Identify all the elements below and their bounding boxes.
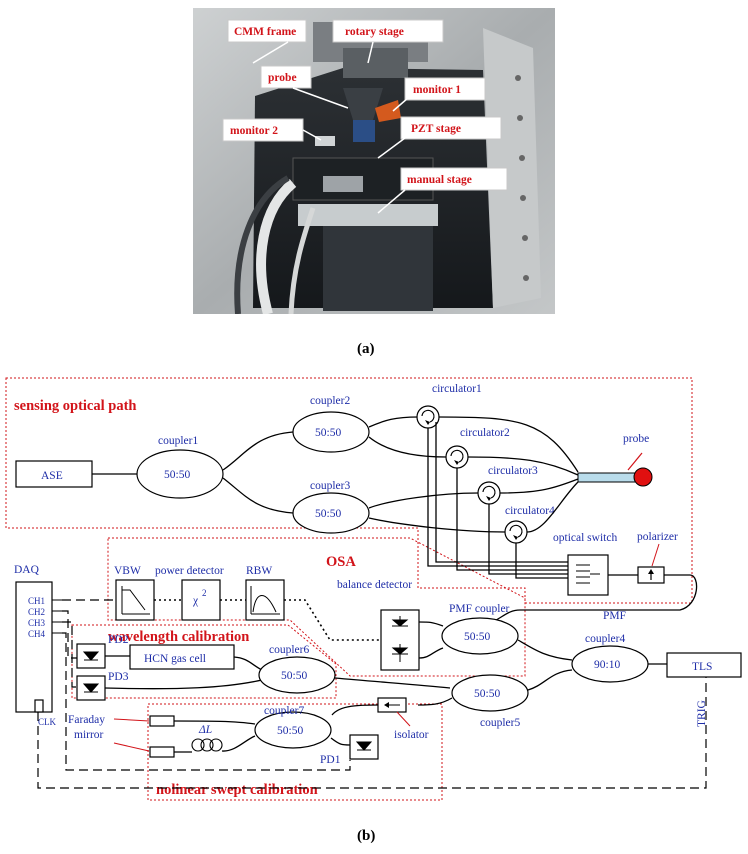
pmf-coupler-shape bbox=[441, 617, 519, 655]
setup-photo: CMM frame rotary stage probe monitor 1 m… bbox=[193, 8, 555, 314]
trig-label: TRIG bbox=[696, 700, 708, 727]
vbw-label: VBW bbox=[114, 565, 141, 577]
region-osa-label: OSA bbox=[326, 554, 356, 570]
coupler4-label: coupler4 bbox=[585, 633, 625, 645]
hcn-cell-box bbox=[129, 644, 235, 670]
probe-fiber bbox=[577, 472, 637, 483]
probe-tip bbox=[633, 467, 653, 487]
rbw-box bbox=[245, 579, 285, 621]
coupler2-ratio: 50:50 bbox=[315, 427, 341, 439]
circulator4-label: circulator4 bbox=[505, 505, 555, 517]
coupler6-shape bbox=[258, 656, 336, 694]
ase-label: ASE bbox=[41, 470, 63, 482]
faraday-mirror-2 bbox=[149, 746, 175, 758]
coupler3-shape bbox=[292, 492, 370, 534]
power-detector-label: power detector bbox=[155, 565, 224, 577]
daq-box bbox=[15, 581, 53, 713]
delta-l-label: ΔL bbox=[198, 724, 212, 736]
coupler2-label: coupler2 bbox=[310, 395, 350, 407]
pmf-coupler-label: PMF coupler bbox=[449, 603, 510, 615]
pmf-coupler-ratio: 50:50 bbox=[464, 631, 490, 643]
coupler5-shape bbox=[451, 674, 529, 712]
manual-stage-shape bbox=[298, 204, 438, 226]
region-nonlinear-label: nolinear swept calibration bbox=[156, 782, 318, 798]
label-monitor-1: monitor 1 bbox=[413, 84, 461, 96]
label-pzt-stage: PZT stage bbox=[411, 123, 461, 135]
circulator3 bbox=[477, 481, 501, 505]
faraday-mirror-1 bbox=[149, 715, 175, 727]
coupler2-shape bbox=[292, 411, 370, 453]
caption-b: (b) bbox=[357, 828, 376, 844]
pd3-label: PD3 bbox=[108, 671, 129, 683]
region-sensing-label: sensing optical path bbox=[14, 398, 136, 414]
caption-a: (a) bbox=[357, 341, 375, 357]
label-manual-stage: manual stage bbox=[407, 174, 472, 186]
cable bbox=[256, 179, 297, 314]
label-monitor-2: monitor 2 bbox=[230, 125, 278, 137]
schematic-diagram: sensing optical path OSA wavelength cali… bbox=[5, 377, 742, 801]
label-cmm-frame: CMM frame bbox=[234, 26, 296, 38]
coupler5-label: coupler5 bbox=[480, 717, 520, 729]
faraday-label-2: mirror bbox=[74, 729, 104, 741]
ch2-label: CH2 bbox=[28, 607, 45, 617]
ch3-label: CH3 bbox=[28, 618, 46, 628]
circulator2-label: circulator2 bbox=[460, 427, 510, 439]
probe-shape bbox=[343, 88, 383, 120]
tls-box bbox=[666, 652, 742, 678]
rbw-label: RBW bbox=[246, 565, 272, 577]
coupler5-ratio: 50:50 bbox=[474, 688, 500, 700]
ch1-label: CH1 bbox=[28, 596, 45, 606]
daq-label: DAQ bbox=[14, 564, 40, 576]
coupler7-label: coupler7 bbox=[264, 705, 304, 717]
coupler6-ratio: 50:50 bbox=[281, 670, 307, 682]
chi-superscript: 2 bbox=[202, 588, 207, 598]
hcn-label: HCN gas cell bbox=[144, 653, 206, 665]
circulator2 bbox=[445, 445, 469, 469]
circulator3-label: circulator3 bbox=[488, 465, 538, 477]
pd2-box bbox=[76, 643, 106, 669]
faraday-label-1: Faraday bbox=[68, 714, 105, 726]
monitor-1-shape bbox=[375, 100, 401, 122]
pmf-label: PMF bbox=[603, 610, 626, 622]
region-osa bbox=[107, 537, 526, 677]
coupler3-label: coupler3 bbox=[310, 480, 350, 492]
coupler3-ratio: 50:50 bbox=[315, 508, 341, 520]
coupler1-shape bbox=[136, 449, 224, 499]
region-wavelength-label: wavelength calibration bbox=[108, 629, 249, 645]
delay-coil bbox=[191, 738, 223, 752]
region-nonlinear bbox=[147, 703, 443, 801]
region-sensing bbox=[5, 377, 693, 604]
optical-switch-label: optical switch bbox=[553, 532, 617, 544]
ase-box bbox=[15, 460, 93, 488]
isolator-label: isolator bbox=[394, 729, 429, 741]
circulator1-label: circulator1 bbox=[432, 383, 482, 395]
pd2-label: PD2 bbox=[108, 634, 129, 646]
coupler7-shape bbox=[254, 711, 332, 749]
tls-label: TLS bbox=[692, 661, 712, 673]
probe-label: probe bbox=[623, 433, 649, 445]
clk-label: CLK bbox=[38, 717, 57, 727]
power-detector-box bbox=[181, 579, 221, 621]
label-rotary-stage: rotary stage bbox=[345, 26, 404, 38]
circulator4 bbox=[504, 520, 528, 544]
label-probe: probe bbox=[268, 72, 297, 84]
ch4-label: CH4 bbox=[28, 629, 46, 639]
coupler4-ratio: 90:10 bbox=[594, 659, 620, 671]
optical-switch-box bbox=[567, 554, 609, 596]
balance-detector-label: balance detector bbox=[337, 579, 412, 591]
polarizer-label: polarizer bbox=[637, 531, 678, 543]
coupler1-ratio: 50:50 bbox=[164, 469, 190, 481]
pd1-label: PD1 bbox=[320, 754, 341, 766]
coupler1-label: coupler1 bbox=[158, 435, 198, 447]
coupler6-label: coupler6 bbox=[269, 644, 309, 656]
chi-symbol: χ bbox=[192, 595, 199, 607]
coupler7-ratio: 50:50 bbox=[277, 725, 303, 737]
